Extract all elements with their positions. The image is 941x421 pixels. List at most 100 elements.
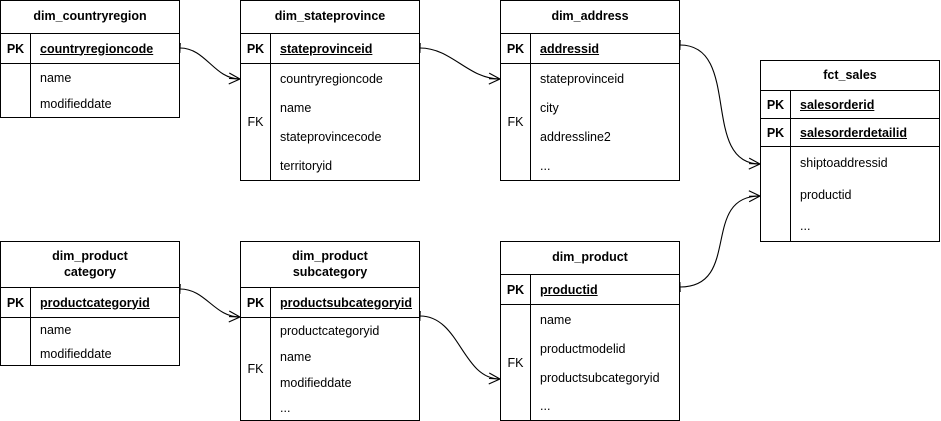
key-cell-dim_countryregion-countryregioncode: PK (1, 34, 30, 64)
crowsfoot-upper-product-to-fctsales (748, 195, 761, 203)
key-cell-fct_sales-salesorderdetailid: PK (761, 119, 790, 147)
attribute-column-dim_address: addressid stateprovinceid city addressline2… (531, 34, 679, 180)
attribute-dim_productcategory-productcategoryid[interactable]: productcategoryid (31, 288, 179, 318)
crowsfoot-upper-address-to-fctsales (748, 163, 761, 170)
attribute-dim_stateprovince-territoryid[interactable]: territoryid (280, 158, 333, 173)
attribute-dim_productsubcategory-modifieddate[interactable]: modifieddate (280, 376, 352, 390)
key-cell-dim_product-productid: PK (501, 275, 530, 305)
crowsfoot-lower-stateprovince-to-address (488, 72, 501, 80)
key-cell-dim_productcategory-productcategoryid: PK (1, 288, 30, 318)
attribute-dim_productsubcategory-productsubcategoryid[interactable]: productsubcategoryid (271, 288, 419, 318)
relationship-countryregion-to-stateprovince (179, 47, 241, 80)
attribute-dim_stateprovince-name[interactable]: name (280, 100, 312, 115)
entity-body-dim_productsubcategory: PK FK productsubcategoryid productcategoryi… (241, 288, 419, 420)
attribute-dim_countryregion-name[interactable]: name (40, 70, 72, 85)
attribute-dim_productcategory-name[interactable]: name (40, 323, 72, 337)
crowsfoot-lower-product-to-fctsales (748, 190, 761, 197)
key-column-dim_stateprovince: PK FK (241, 34, 271, 180)
attribute-dim_product-productid[interactable]: productid (531, 275, 679, 305)
crowsfoot-upper-stateprovince-to-address (488, 78, 501, 85)
crowsfoot-upper-productcategory-to-subcategory (228, 316, 241, 323)
entity-body-dim_address: PK FK addressid stateprovinceid city addressl… (501, 34, 679, 180)
attribute-dim_address-city[interactable]: city (540, 100, 559, 115)
key-cell-dim_stateprovince-stateprovinceid: PK (241, 34, 270, 64)
attribute-dim_address-addressline2[interactable]: addressline2 (540, 129, 611, 144)
attribute-dim_address-stateprovinceid[interactable]: stateprovinceid (540, 71, 625, 86)
attribute-dim_address-...[interactable]: ... (540, 158, 551, 173)
key-cell-dim_productsubcategory-foreign: FK (247, 362, 264, 376)
key-cell-dim_address-addressid: PK (501, 34, 530, 64)
entity-body-dim_product: PK FK productid name productmodelid productsu… (501, 275, 679, 420)
attribute-dim_productsubcategory-...[interactable]: ... (280, 401, 291, 415)
key-cell-dim_productsubcategory-productsubcategoryid: PK (241, 288, 270, 318)
key-cell-dim_countryregion-foreign (1, 64, 30, 117)
entity-body-dim_stateprovince: PK FK stateprovinceid countryregioncode name… (241, 34, 419, 180)
attribute-dim_product-productmodelid[interactable]: productmodelid (540, 341, 626, 356)
key-column-dim_productcategory: PK (1, 288, 31, 365)
attribute-dim_stateprovince-stateprovincecode[interactable]: stateprovincecode (280, 129, 382, 144)
attribute-dim_stateprovince-countryregioncode[interactable]: countryregioncode (280, 71, 383, 86)
relationship-productcategory-to-subcategory (179, 288, 241, 318)
key-cell-dim_stateprovince-foreign: FK (247, 115, 264, 129)
attribute-dim_countryregion-countryregioncode[interactable]: countryregioncode (31, 34, 179, 64)
key-column-dim_product: PK FK (501, 275, 531, 420)
crowsfoot-lower-address-to-fctsales (748, 157, 761, 165)
attribute-dim_productsubcategory-name[interactable]: name (280, 350, 312, 364)
attribute-dim_productsubcategory-productcategoryid[interactable]: productcategoryid (280, 324, 380, 338)
key-column-dim_countryregion: PK (1, 34, 31, 117)
crowsfoot-mid-countryregion-to-stateprovince (228, 77, 241, 80)
attribute-dim_stateprovince-stateprovinceid[interactable]: stateprovinceid (271, 34, 419, 64)
attribute-dim_address-addressid[interactable]: addressid (531, 34, 679, 64)
crowsfoot-upper-countryregion-to-stateprovince (228, 78, 241, 85)
attribute-column-dim_productcategory: productcategoryid name modifieddate (31, 288, 179, 365)
crowsfoot-lower-subcategory-to-product (488, 372, 501, 380)
attribute-column-dim_stateprovince: stateprovinceid countryregioncode name stat… (271, 34, 419, 180)
attribute-fct_sales-salesorderid[interactable]: salesorderid (791, 91, 939, 119)
entity-title-fct_sales: fct_sales (761, 61, 939, 91)
entity-title-dim_address: dim_address (501, 1, 679, 34)
relationship-stateprovince-to-address (419, 47, 501, 80)
attribute-fct_sales-...[interactable]: ... (800, 219, 811, 233)
attribute-dim_product-name[interactable]: name (540, 312, 572, 327)
key-cell-fct_sales-salesorderid: PK (761, 91, 790, 119)
attribute-dim_product-productsubcategoryid[interactable]: productsubcategoryid (540, 370, 660, 385)
crowsfoot-upper-subcategory-to-product (488, 378, 501, 385)
entity-title-dim_product: dim_product (501, 242, 679, 275)
attribute-column-dim_productsubcategory: productsubcategoryid productcategoryid nam… (271, 288, 419, 420)
entity-title-dim_stateprovince: dim_stateprovince (241, 1, 419, 34)
attribute-dim_countryregion-modifieddate[interactable]: modifieddate (40, 97, 112, 111)
attribute-column-dim_countryregion: countryregioncode name modifieddate (31, 34, 179, 117)
entity-title-dim_countryregion: dim_countryregion (1, 1, 179, 34)
attribute-column-dim_product: productid name productmodelid productsubcat… (531, 275, 679, 420)
key-cell-dim_productcategory-foreign (1, 318, 30, 365)
attribute-fct_sales-shiptoaddressid[interactable]: shiptoaddressid (800, 156, 888, 170)
key-cell-fct_sales-foreign (761, 147, 790, 241)
entity-title-dim_productcategory: dim_product category (1, 242, 179, 288)
attribute-dim_product-...[interactable]: ... (540, 399, 551, 413)
attribute-dim_productcategory-modifieddate[interactable]: modifieddate (40, 346, 112, 361)
crowsfoot-lower-countryregion-to-stateprovince (229, 72, 241, 80)
relationship-address-to-fctsales (679, 44, 761, 165)
attribute-fct_sales-salesorderdetailid[interactable]: salesorderdetailid (791, 119, 939, 147)
key-column-dim_productsubcategory: PK FK (241, 288, 271, 420)
key-cell-dim_address-foreign: FK (507, 115, 524, 129)
attribute-fct_sales-productid[interactable]: productid (800, 188, 852, 202)
relationship-product-to-fctsales (679, 195, 761, 288)
key-cell-dim_product-foreign: FK (507, 355, 524, 370)
relationship-subcategory-to-product (419, 315, 501, 380)
key-column-dim_address: PK FK (501, 34, 531, 180)
crowsfoot-lower-productcategory-to-subcategory (228, 310, 241, 318)
